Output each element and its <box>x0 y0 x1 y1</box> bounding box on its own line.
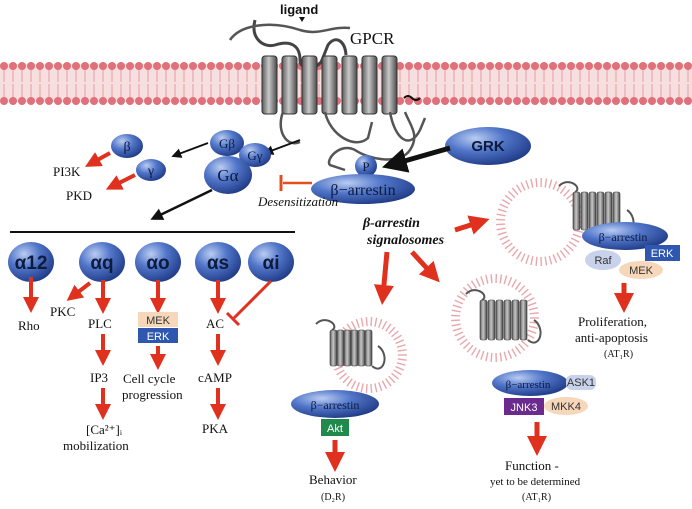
phospho-ball <box>355 155 377 177</box>
arrestin-ball-akt <box>291 390 379 418</box>
anti-apoptosis-label: anti-apoptosis <box>575 330 648 345</box>
signalosome-to-jnk-arrow <box>410 250 440 283</box>
pka-label: PKA <box>202 421 229 436</box>
galpha-to-subunits-arrow <box>150 188 213 220</box>
beta-ball <box>111 134 143 158</box>
ask1-label: ASK1 <box>567 377 595 389</box>
mkk4-label: MKK4 <box>551 401 581 413</box>
jnk-signalosome: β−arrestin ASK1 JNK3 MKK4 Function - yet… <box>465 289 596 503</box>
mek-label-signalosome: MEK <box>629 265 654 277</box>
gpcr-label: GPCR <box>350 29 395 48</box>
gamma-ball <box>136 159 166 181</box>
alpha-label-3: αs <box>207 253 229 274</box>
alpha-subunit-2: αo <box>135 242 181 282</box>
pkd-label: PKD <box>66 188 92 203</box>
alpha-label-4: αi <box>263 253 280 274</box>
arrestin-label-jnk: β−arrestin <box>506 379 551 391</box>
ai-inhibits-ac <box>232 279 273 320</box>
mkk4-box <box>544 397 588 415</box>
ask1-box <box>566 375 596 390</box>
g-beta-label: Gβ <box>219 136 235 151</box>
g-beta-ball <box>210 130 244 156</box>
erk-box-ao <box>138 328 178 343</box>
erk-label-ao: ERK <box>147 331 170 343</box>
beta-to-pi3k-arrow <box>85 151 111 167</box>
jnk3-label: JNK3 <box>511 402 538 414</box>
arrestin-label-akt: β−arrestin <box>311 398 360 412</box>
arrestin-label-erk: β−arrestin <box>599 230 648 244</box>
alpha-subunit-row: α12 αq αo αs αi <box>8 242 294 282</box>
mek-box-signalosome <box>619 261 663 279</box>
g-alpha-ball <box>204 156 252 194</box>
alpha-ball-0 <box>8 242 54 282</box>
plc-label: PLC <box>88 316 112 331</box>
mek-label-ao: MEK <box>146 315 171 327</box>
signalosomes-label-2: signalosomes <box>366 233 445 248</box>
function-label-1: Function - <box>505 458 559 473</box>
alpha-ball-2 <box>135 242 181 282</box>
ligand-label: ligand <box>280 2 318 17</box>
erk-box-signalosome <box>645 245 680 261</box>
camp-label: cAMP <box>198 370 232 385</box>
at1r-label-erk: (AT₁R) <box>604 349 633 360</box>
akt-label: Akt <box>327 423 343 435</box>
ligand-marker <box>299 17 305 22</box>
behavior-label: Behavior <box>309 472 357 487</box>
gamma-label: γ <box>147 164 154 179</box>
signalosome-to-erk-arrow <box>454 215 490 235</box>
pi3k-label: PI3K <box>53 164 81 179</box>
arrestin-ball-erk <box>582 222 668 250</box>
erk-signalosome: β−arrestin ERK Raf MEK Proliferation, an… <box>558 181 680 360</box>
phospho-label: P <box>362 159 369 174</box>
arrestin-ball <box>311 174 415 204</box>
at1r-label-jnk: (AT₁R) <box>522 492 551 503</box>
grk-to-receptor-arrow <box>381 145 451 173</box>
arrestin-label: β−arrestin <box>330 182 395 199</box>
alpha-subunit-1: αq <box>79 242 125 282</box>
gbeta-to-beta-arrow <box>171 142 209 158</box>
alpha-ball-3 <box>195 242 241 282</box>
akt-signalosome: β−arrestin Akt Behavior (D₂R) <box>291 319 386 503</box>
g-gamma-label: Gγ <box>247 148 262 163</box>
grk-ball <box>445 127 531 165</box>
g-gamma-ball <box>239 143 271 167</box>
proliferation-label: Proliferation, <box>578 314 647 329</box>
raf-label: Raf <box>594 255 612 267</box>
desensitization-label: Desensitization <box>257 194 338 209</box>
erk-label-signalosome: ERK <box>651 248 674 260</box>
mobilization-label: mobilization <box>63 438 129 453</box>
alpha-ball-1 <box>79 242 125 282</box>
gamma-to-pkd-arrow <box>105 173 136 190</box>
aq-to-pkc-arrow <box>66 281 92 301</box>
pkc-label: PKC <box>50 304 75 319</box>
ac-label: AC <box>206 316 224 331</box>
alpha-subunit-0: α12 <box>8 242 54 282</box>
grk-label: GRK <box>471 138 505 155</box>
signalosome-to-akt-arrow <box>373 251 394 305</box>
arrestin-ball-jnk <box>492 370 568 396</box>
mek-box-ao <box>138 312 178 327</box>
raf-box <box>585 250 621 270</box>
akt-box <box>321 419 349 436</box>
cell-cycle-label-1: Cell cycle <box>123 371 176 386</box>
jnk3-box <box>504 398 544 415</box>
alpha-subunit-3: αs <box>195 242 241 282</box>
ca-label: [Ca²⁺]ᵢ <box>86 422 123 437</box>
alpha-label-1: αq <box>90 253 113 274</box>
receptor-to-gprotein-arrow <box>263 139 301 155</box>
alpha-ball-4 <box>248 242 294 282</box>
rho-label: Rho <box>18 318 40 333</box>
alpha-subunit-4: αi <box>248 242 294 282</box>
alpha-label-2: αo <box>146 253 169 274</box>
g-alpha-label: Gα <box>217 166 238 185</box>
signalosomes-label-1: β-arrestin <box>362 216 420 231</box>
gpcr-receptor <box>228 19 427 172</box>
alpha-label-0: α12 <box>15 253 48 274</box>
ip3-label: IP3 <box>90 370 108 385</box>
function-label-2: yet to be determined <box>490 476 581 488</box>
cell-cycle-label-2: progression <box>122 387 183 402</box>
beta-label: β <box>123 140 130 155</box>
d2r-label: (D₂R) <box>321 492 345 503</box>
